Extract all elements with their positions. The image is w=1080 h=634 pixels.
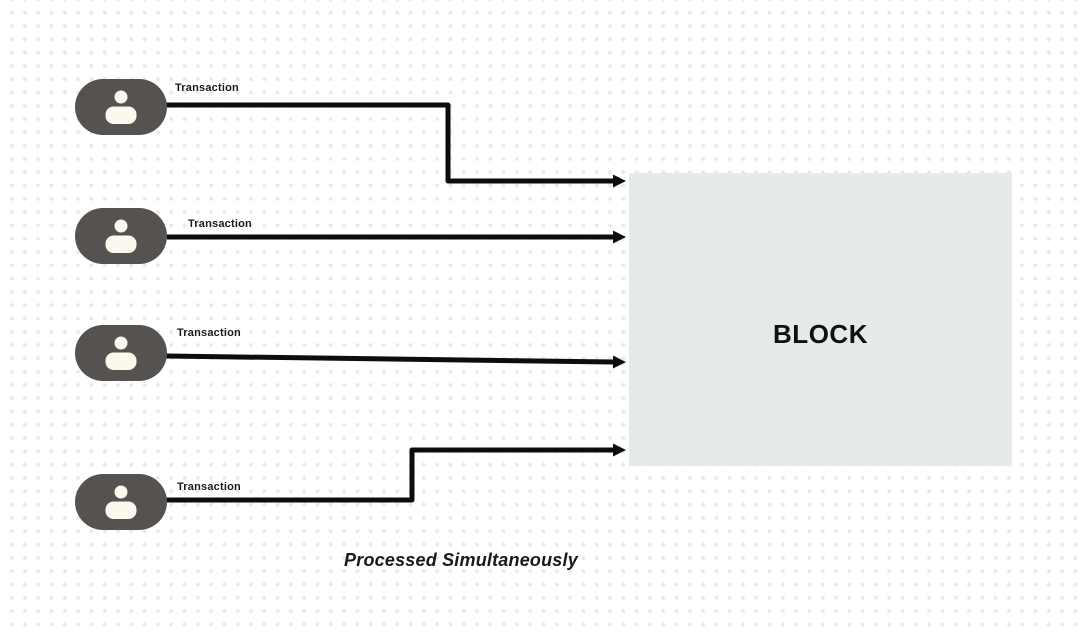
- block-title: BLOCK: [773, 319, 868, 349]
- person-icon: [105, 485, 137, 519]
- transaction-label-2: Transaction: [188, 218, 252, 230]
- transaction-arrow-3: [165, 353, 626, 369]
- transaction-label-4: Transaction: [177, 481, 241, 493]
- person-icon: [105, 90, 137, 124]
- transaction-arrow-1: [166, 102, 626, 188]
- user-pill-4: [75, 474, 167, 530]
- block-box: BLOCK: [629, 173, 1012, 466]
- person-icon: [105, 219, 137, 253]
- person-icon: [105, 336, 137, 370]
- transaction-label-1: Transaction: [175, 82, 239, 94]
- transaction-label-3: Transaction: [177, 327, 241, 339]
- caption: Processed Simultaneously: [344, 550, 578, 570]
- user-pill-1: [75, 79, 167, 135]
- user-pill-2: [75, 208, 167, 264]
- user-pill-3: [75, 325, 167, 381]
